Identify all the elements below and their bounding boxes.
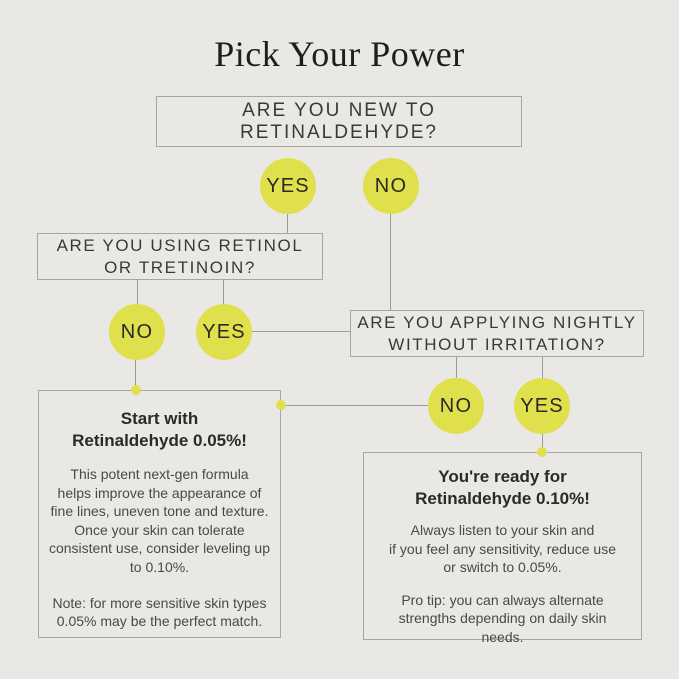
- result-010-heading: You're ready for Retinaldehyde 0.10%!: [415, 467, 590, 509]
- result-005-body: This potent next-gen formula helps impro…: [48, 466, 271, 575]
- connector-line-q3-no: [456, 357, 457, 378]
- connector-dot-left-right: [276, 400, 286, 410]
- result-005-note: Note: for more sensitive skin types 0.05…: [52, 595, 267, 630]
- question-new-to-retinaldehyde: ARE YOU NEW TO RETINALDEHYDE?: [156, 96, 522, 147]
- connector-line-q2no-result: [135, 360, 136, 390]
- result-010-note: Pro tip: you can always alternate streng…: [398, 591, 607, 645]
- result-010-body: Always listen to your skin and if you fe…: [389, 522, 616, 576]
- connector-dot-right-top: [537, 447, 547, 457]
- connector-line-q3yes-result: [542, 434, 543, 452]
- result-card-005: Start with Retinaldehyde 0.05%! This pot…: [38, 390, 281, 638]
- page-title: Pick Your Power: [214, 34, 465, 74]
- answer-q2-yes: YES: [196, 304, 252, 360]
- answer-q2-no: NO: [109, 304, 165, 360]
- question-nightly-irritation: ARE YOU APPLYING NIGHTLY WITHOUT IRRITAT…: [350, 310, 644, 357]
- question-retinol-tretinoin: ARE YOU USING RETINOL OR TRETINOIN?: [37, 233, 323, 280]
- connector-line-q2-no: [137, 280, 138, 304]
- answer-q1-no: NO: [363, 158, 419, 214]
- answer-q3-no: NO: [428, 378, 484, 434]
- connector-line-q3no-result: [281, 405, 428, 406]
- connector-line-q1yes-q2: [287, 214, 288, 233]
- connector-line-q1no-q3: [390, 214, 391, 310]
- connector-dot-left-top: [131, 385, 141, 395]
- result-005-heading: Start with Retinaldehyde 0.05%!: [72, 409, 247, 451]
- answer-q3-yes: YES: [514, 378, 570, 434]
- answer-q1-yes: YES: [260, 158, 316, 214]
- connector-line-q2-yes: [223, 280, 224, 304]
- connector-line-q3-yes: [542, 357, 543, 378]
- result-card-010: You're ready for Retinaldehyde 0.10%! Al…: [363, 452, 642, 645]
- connector-line-q2yes-q3: [252, 331, 350, 332]
